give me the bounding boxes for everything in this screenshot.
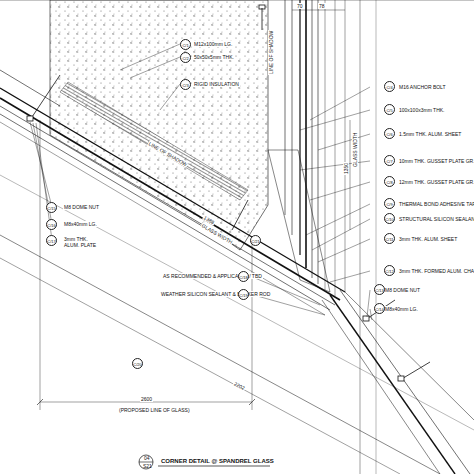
detail-bubble-text: 04 [143, 455, 151, 461]
callout-number: C/14 [374, 303, 385, 314]
annotation-label: M8x40mm LG. [63, 221, 98, 227]
callout-number: C/4 [384, 81, 395, 92]
annotation-label: 1.5mm THK. ALUM. SHEET [398, 131, 462, 137]
annotation-label: 3mm THK. ALUM. PLATE [63, 236, 103, 248]
annotation-label: M16 ANCHOR BOLT [398, 84, 447, 90]
callout-number: C/10 [384, 213, 395, 224]
callout-number: C/6 [384, 128, 395, 139]
callout-number: C/15 [46, 202, 57, 213]
callout-number: C/7 [384, 155, 395, 166]
annotation-label: 70 [296, 3, 304, 9]
annotation-label: M8 DOME NUT [384, 287, 421, 293]
callout-number: C/16 [46, 219, 57, 230]
annotation-label: WEATHER SILICON SEALANT & BACKER ROD [160, 291, 271, 297]
callout-number: C/13 [374, 284, 385, 295]
annotation-label: 10mm THK. GUSSET PLATE GR. S275 [398, 158, 474, 164]
callout-number: C/1 [180, 39, 191, 50]
callout-number: C/17 [46, 235, 57, 246]
annotation-label: 3mm THK. ALUM. SHEET [398, 236, 458, 242]
callout-number: C/5 [384, 104, 395, 115]
callout-number: C/8 [384, 176, 395, 187]
callout-number: C/19 [238, 289, 249, 300]
callout-number: C/21 [250, 235, 261, 246]
annotation-label: 50x50x5mm THK. [193, 54, 235, 60]
detail-bubble-text: S21 [142, 463, 153, 469]
drawing-caption: CORNER DETAIL @ SPANDREL GLASS [160, 458, 275, 464]
annotation-label: 1350 [343, 162, 349, 175]
annotation-label: (PROPOSED LINE OF GLASS) [118, 407, 191, 413]
callout-number: C/2 [180, 52, 191, 63]
annotation-label: THERMAL BOND ADHESIVE TAPE [398, 201, 474, 207]
callout-number: C/9 [384, 198, 395, 209]
annotation-label: 3mm THK. FORMED ALUM. CHANNEL [398, 268, 474, 274]
annotation-label: STRUCTURAL SILICON SEALANT [398, 216, 474, 222]
annotation-label: 100x100x3mm THK. [398, 107, 445, 113]
annotation-label: M12x100mm LG. [193, 41, 233, 47]
annotation-label: RIGID INSULATION [193, 81, 240, 87]
annotation-label: 12mm THK. GUSSET PLATE GR. S275 [398, 179, 474, 185]
annotation-label: M8 DOME NUT [63, 204, 100, 210]
callout-number: C/18 [238, 271, 249, 282]
callout-number: C/12 [384, 265, 395, 276]
callout-number: C/20 [132, 358, 143, 369]
callout-number: C/11 [384, 233, 395, 244]
annotation-label: 2202 [232, 380, 246, 391]
annotation-label: 2600 [140, 396, 153, 402]
annotation-label: 78 [318, 3, 326, 9]
annotation-label: M8x40mm LG. [384, 306, 419, 312]
annotation-label: GLASS WIDTH [352, 132, 358, 168]
annotation-label: LINE OF SHADOW [268, 30, 274, 75]
callout-number: C/3 [180, 79, 191, 90]
